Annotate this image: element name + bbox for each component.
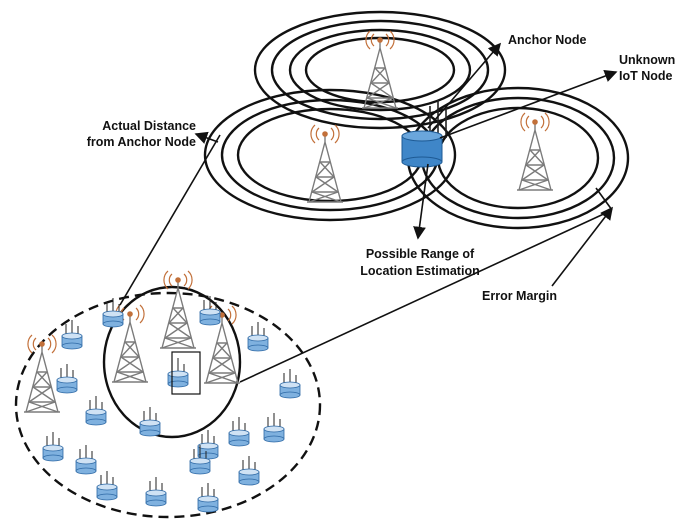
iot-node-icon <box>61 319 83 350</box>
iot-node-icon <box>263 412 285 443</box>
zoom-region <box>102 285 242 439</box>
iot-node-icon <box>197 429 219 460</box>
network-region-boundary <box>14 291 322 519</box>
iot-node-icon <box>145 476 167 507</box>
label-anchor-node: Anchor Node <box>508 33 587 47</box>
iot-node-icon <box>85 395 107 426</box>
label-location-estimation: Location Estimation <box>360 264 479 278</box>
iot-node-icon <box>199 295 221 326</box>
unknown-iot-node-icon <box>401 100 447 168</box>
iot-node-icon <box>75 444 97 475</box>
iot-node-icon <box>167 357 189 388</box>
ring-system-top <box>253 10 507 130</box>
iot-node-icon <box>197 482 219 513</box>
anchor-tower-right-icon <box>516 112 554 191</box>
iot-node-icon <box>247 321 269 352</box>
anchor-tower-top-icon <box>361 30 399 109</box>
iot-node-icon <box>279 368 301 399</box>
iot-node-icon <box>56 363 78 394</box>
label-error-margin: Error Margin <box>482 289 557 303</box>
label-iot-node: IoT Node <box>619 69 673 83</box>
label-possible-range: Possible Range of <box>366 247 475 261</box>
label-actual-distance: Actual Distance <box>102 119 196 133</box>
iot-node-field <box>42 295 301 513</box>
anchor-tower-b1-icon <box>23 334 61 413</box>
label-unknown: Unknown <box>619 53 675 67</box>
zoom-node-frame <box>171 351 201 395</box>
anchor-tower-left-icon <box>306 124 344 203</box>
iot-node-icon <box>139 406 161 437</box>
iot-node-icon <box>96 470 118 501</box>
label-from-anchor: from Anchor Node <box>87 135 196 149</box>
iot-node-icon <box>228 416 250 447</box>
iot-node-icon <box>238 455 260 486</box>
anchor-tower-b3-icon <box>159 270 197 349</box>
iot-node-icon <box>42 431 64 462</box>
